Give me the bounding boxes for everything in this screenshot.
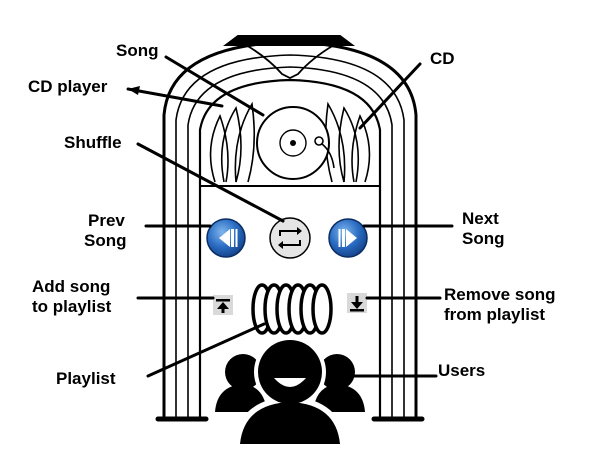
add-to-playlist-icon: [216, 299, 230, 313]
remove-from-playlist-icon: [350, 296, 364, 312]
jukebox-decor-petals: [209, 101, 371, 183]
shuffle-icon: [278, 227, 302, 249]
shuffle-button[interactable]: [269, 217, 311, 259]
label-add-line2: to playlist: [32, 297, 112, 316]
pointer-playlist: [146, 322, 266, 378]
label-users: Users: [438, 361, 485, 380]
jukebox-inner-arch: [198, 78, 382, 420]
pointer-arrowheads: [128, 86, 140, 95]
users-group-icon: [215, 336, 365, 444]
label-next-line1: Next: [462, 209, 499, 228]
callout-labels: Song CD player CD Shuffle Prev Song Next…: [28, 41, 560, 388]
label-cd: CD: [430, 49, 455, 68]
pointer-song: [164, 55, 265, 117]
label-add-line1: Add song: [32, 277, 110, 296]
pointer-cd: [358, 62, 422, 130]
cd-tone-arm: [314, 136, 335, 169]
prev-song-icon: [219, 229, 238, 247]
label-remove-song: Remove song from playlist: [444, 285, 560, 324]
label-prev-line2: Song: [84, 231, 127, 250]
remove-from-playlist-button[interactable]: [347, 293, 367, 313]
cd-disc-icon: [256, 106, 330, 180]
label-cd-player: CD player: [28, 77, 108, 96]
label-prev-line1: Prev: [88, 211, 125, 230]
label-shuffle: Shuffle: [64, 133, 122, 152]
prev-song-button[interactable]: [206, 218, 246, 258]
pointer-shuffle: [136, 142, 285, 223]
label-remove-line2: from playlist: [444, 305, 545, 324]
label-next-song: Next Song: [462, 209, 505, 248]
jukebox-crest: [245, 44, 335, 80]
playlist-discs-icon[interactable]: [251, 283, 333, 335]
jukebox-top-cap: [223, 35, 355, 46]
label-song: Song: [116, 41, 159, 60]
label-remove-line1: Remove song: [444, 285, 555, 304]
label-add-song: Add song to playlist: [32, 277, 115, 316]
label-next-line2: Song: [462, 229, 505, 248]
label-prev-song: Prev Song: [84, 211, 130, 250]
pointer-lines: [126, 55, 454, 378]
add-to-playlist-button[interactable]: [213, 295, 233, 315]
pointer-cd-player: [126, 87, 224, 108]
next-song-icon: [338, 229, 357, 247]
next-song-button[interactable]: [328, 218, 368, 258]
label-playlist: Playlist: [56, 369, 116, 388]
jukebox-outer-arch: [162, 40, 418, 420]
